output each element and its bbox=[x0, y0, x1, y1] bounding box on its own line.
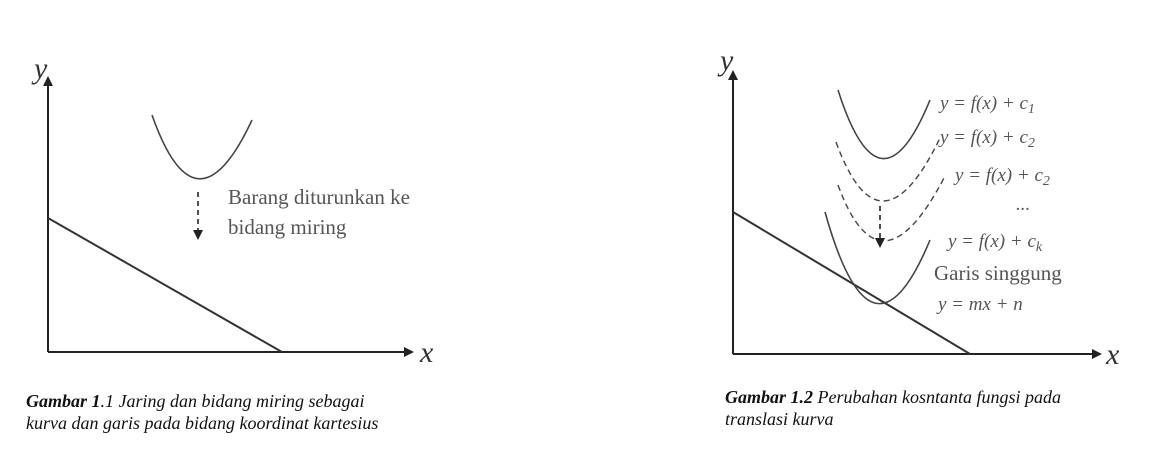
fig1-incline-line bbox=[47, 217, 283, 353]
figure-2-caption-bold: Gambar 1.2 bbox=[725, 387, 814, 407]
fig2-x-label: x bbox=[1105, 338, 1120, 371]
fig1-parabola-curve bbox=[151, 114, 253, 180]
fig2-tangent-label: Garis singgung bbox=[934, 261, 1062, 285]
fig2-eq-c3: y = f(x) + c2 bbox=[953, 165, 1050, 189]
fig2-curve-c2-dashed bbox=[835, 137, 941, 202]
fig2-tangent-equation: y = mx + n bbox=[936, 294, 1023, 315]
fig1-y-label: y bbox=[31, 52, 48, 85]
figure-1-caption: Gambar 1.1 Jaring dan bidang miring seba… bbox=[26, 390, 506, 434]
fig2-eq-c1: y = f(x) + c1 bbox=[938, 93, 1035, 117]
fig2-curve-ck bbox=[824, 211, 931, 305]
figure-2: y x y = f(x) + c1 y = f(x) + c2 y = f(x)… bbox=[717, 44, 1120, 371]
figure-2-caption-line2: translasi kurva bbox=[725, 409, 834, 429]
fig2-eq-c2: y = f(x) + c2 bbox=[938, 127, 1035, 151]
fig1-annotation-line1: Barang diturunkan ke bbox=[228, 185, 410, 209]
fig2-eq-ck: y = f(x) + ck bbox=[946, 231, 1043, 255]
figure-1-caption-bold: Gambar 1 bbox=[26, 391, 101, 411]
figure-1-caption-line2: kurva dan garis pada bidang koordinat ka… bbox=[26, 413, 379, 433]
fig1-x-label: x bbox=[419, 336, 434, 369]
fig2-y-label: y bbox=[717, 44, 734, 77]
figure-1-caption-text: .1 Jaring dan bidang miring sebagai bbox=[100, 391, 365, 411]
figure-2-caption: Gambar 1.2 Perubahan kosntanta fungsi pa… bbox=[725, 386, 1155, 430]
fig2-curve-c3-dashed bbox=[837, 177, 945, 242]
fig1-annotation-line2: bidang miring bbox=[228, 215, 347, 239]
figure-2-caption-text: Perubahan kosntanta fungsi pada bbox=[813, 387, 1062, 407]
fig2-curve-c1 bbox=[837, 89, 931, 160]
fig2-tangent-line bbox=[732, 211, 971, 355]
fig2-eq-ellipsis: ... bbox=[1016, 194, 1030, 215]
figure-1: y x Barang diturunkan ke bidang miring bbox=[31, 52, 434, 369]
